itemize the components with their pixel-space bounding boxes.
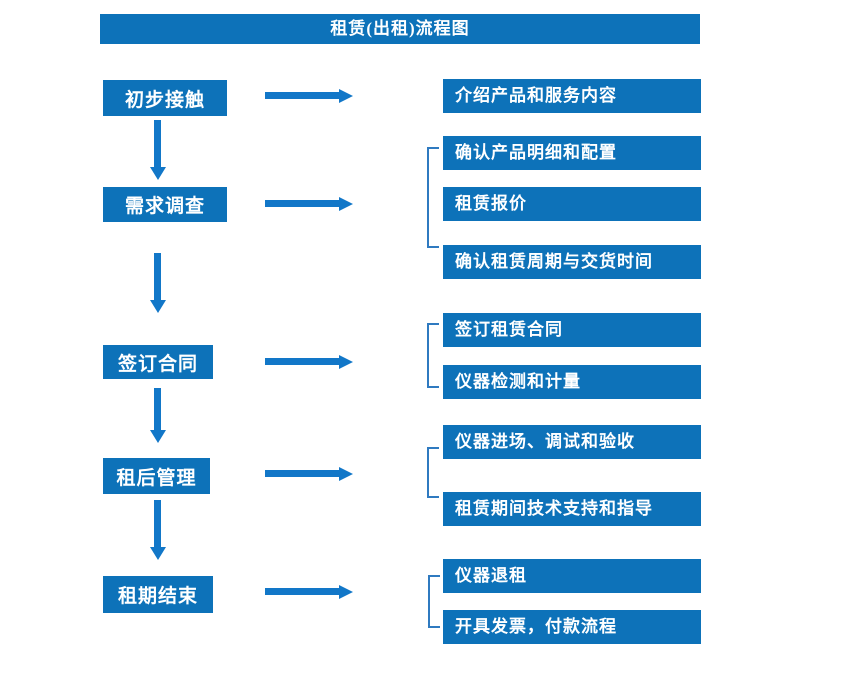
output-box-4-1: 仪器进场、调试和验收 xyxy=(443,425,701,459)
stage-box-post-rental-management: 租后管理 xyxy=(103,458,210,494)
flowchart-title: 租赁(出租)流程图 xyxy=(100,14,700,44)
down-arrow-4 xyxy=(154,500,161,547)
output-box-5-2: 开具发票，付款流程 xyxy=(443,610,701,644)
stage-box-initial-contact: 初步接触 xyxy=(103,80,227,116)
output-box-1-1: 介绍产品和服务内容 xyxy=(443,79,701,113)
right-arrow-1 xyxy=(265,92,339,99)
bracket-group-4 xyxy=(427,447,439,498)
bracket-group-3 xyxy=(427,323,439,388)
right-arrow-3 xyxy=(265,358,339,365)
output-box-2-3: 确认租赁周期与交货时间 xyxy=(443,245,701,279)
stage-box-sign-contract: 签订合同 xyxy=(103,345,213,379)
right-arrow-4 xyxy=(265,470,339,477)
output-box-3-1: 签订租赁合同 xyxy=(443,313,701,347)
output-box-2-1: 确认产品明细和配置 xyxy=(443,136,701,170)
down-arrow-2 xyxy=(154,253,161,300)
down-arrow-1 xyxy=(154,120,161,167)
right-arrow-2 xyxy=(265,200,339,207)
stage-box-demand-survey: 需求调查 xyxy=(103,187,227,222)
output-box-3-2: 仪器检测和计量 xyxy=(443,365,701,399)
bracket-group-2 xyxy=(427,147,439,248)
output-box-5-1: 仪器退租 xyxy=(443,559,701,593)
bracket-group-5 xyxy=(428,575,440,628)
output-box-4-2: 租赁期间技术支持和指导 xyxy=(443,492,701,526)
down-arrow-3 xyxy=(154,388,161,430)
stage-box-rental-end: 租期结束 xyxy=(103,576,213,613)
right-arrow-5 xyxy=(265,588,339,595)
output-box-2-2: 租赁报价 xyxy=(443,187,701,221)
